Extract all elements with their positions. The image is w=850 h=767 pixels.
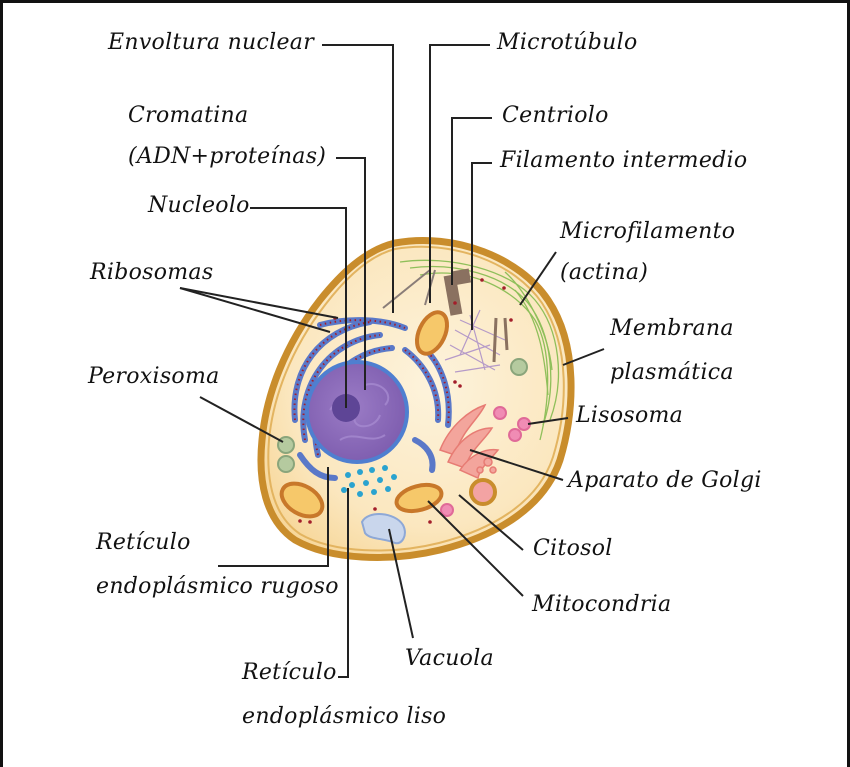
leader-reticulo-rugoso (218, 467, 329, 567)
label-reticulo-rugoso-line1: Retículo (96, 530, 191, 555)
centrioles (443, 268, 472, 316)
leader-nucleolo (250, 207, 347, 408)
mitochondria (279, 310, 450, 519)
label-reticulo-liso-line1: Retículo (242, 660, 337, 685)
label-vacuola: Vacuola (405, 646, 494, 671)
label-cromatina-line1: Cromatina (128, 103, 249, 128)
secretory-vesicle (469, 478, 497, 506)
leader-reticulo-liso (338, 488, 349, 678)
lysosomes (440, 406, 531, 517)
intermediate-filaments (444, 309, 506, 373)
leader-golgi (469, 449, 564, 481)
label-microtubulo: Microtúbulo (497, 30, 638, 55)
leader-microfilamento (519, 251, 557, 306)
label-reticulo-rugoso-line2: endoplásmico rugoso (96, 574, 339, 599)
smooth-endoplasmic-reticulum (341, 465, 397, 497)
label-nucleolo: Nucleolo (148, 193, 250, 218)
leader-membrana (562, 348, 605, 366)
label-microfilamento-line2: (actina) (560, 260, 649, 285)
leader-filamento-intermedio (471, 162, 492, 330)
free-ribosomes (298, 278, 513, 524)
label-filamento-intermedio: Filamento intermedio (500, 148, 748, 173)
label-cromatina-line2: (ADN+proteínas) (128, 144, 327, 169)
label-membrana-line2: plasmática (610, 360, 734, 385)
label-membrana-line1: Membrana (610, 316, 734, 341)
leader-ribosomas-a (179, 287, 339, 319)
leader-centriolo (451, 117, 492, 285)
label-citosol: Citosol (533, 536, 613, 561)
leader-ribosomas-b (179, 287, 331, 333)
label-centriolo: Centriolo (502, 103, 609, 128)
label-envoltura-nuclear: Envoltura nuclear (108, 30, 315, 55)
plasma-membrane-inner (267, 245, 565, 552)
leader-envoltura-nuclear (322, 44, 394, 313)
leader-cromatina (336, 157, 366, 390)
leader-vacuola (388, 528, 414, 639)
leader-citosol (458, 494, 524, 551)
label-peroxisoma: Peroxisoma (88, 364, 220, 389)
leader-lines (179, 44, 605, 678)
leader-peroxisoma (199, 396, 284, 443)
label-reticulo-liso-line2: endoplásmico liso (242, 704, 447, 729)
label-ribosomas: Ribosomas (90, 260, 214, 285)
label-aparato-golgi: Aparato de Golgi (568, 468, 762, 493)
label-microfilamento-line1: Microfilamento (560, 219, 736, 244)
label-mitocondria: Mitocondria (532, 592, 672, 617)
nucleus (305, 360, 409, 464)
centriole-pair-right (492, 317, 509, 363)
leader-lisosoma (527, 417, 569, 425)
leader-microtubulo (429, 44, 490, 303)
label-lisosoma: Lisosoma (576, 403, 684, 428)
leader-mitocondria (427, 500, 524, 597)
vacuole (360, 513, 406, 545)
